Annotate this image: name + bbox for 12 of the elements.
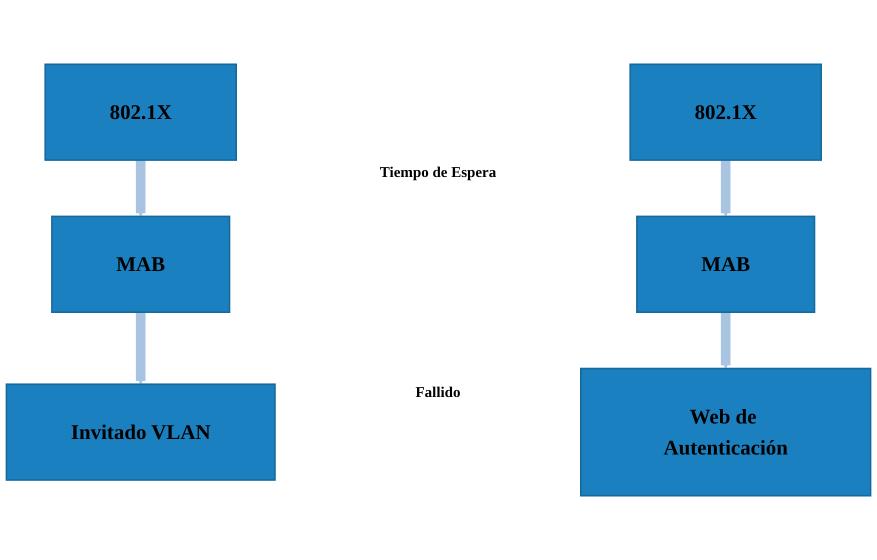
arrow: [720, 312, 731, 369]
note-text: Tiempo de Espera: [378, 165, 498, 182]
arrow: [720, 160, 731, 217]
node-box: MAB: [51, 216, 230, 313]
arrow: [136, 160, 146, 217]
node-box: Invitado VLAN: [6, 383, 276, 481]
node-box: Web de Autenticación: [580, 368, 872, 496]
node-box: 802.1X: [44, 64, 237, 161]
arrow: [136, 312, 146, 385]
note-text: Fallido: [414, 385, 462, 402]
node-box: 802.1X: [629, 64, 822, 161]
node-box: MAB: [636, 216, 816, 313]
